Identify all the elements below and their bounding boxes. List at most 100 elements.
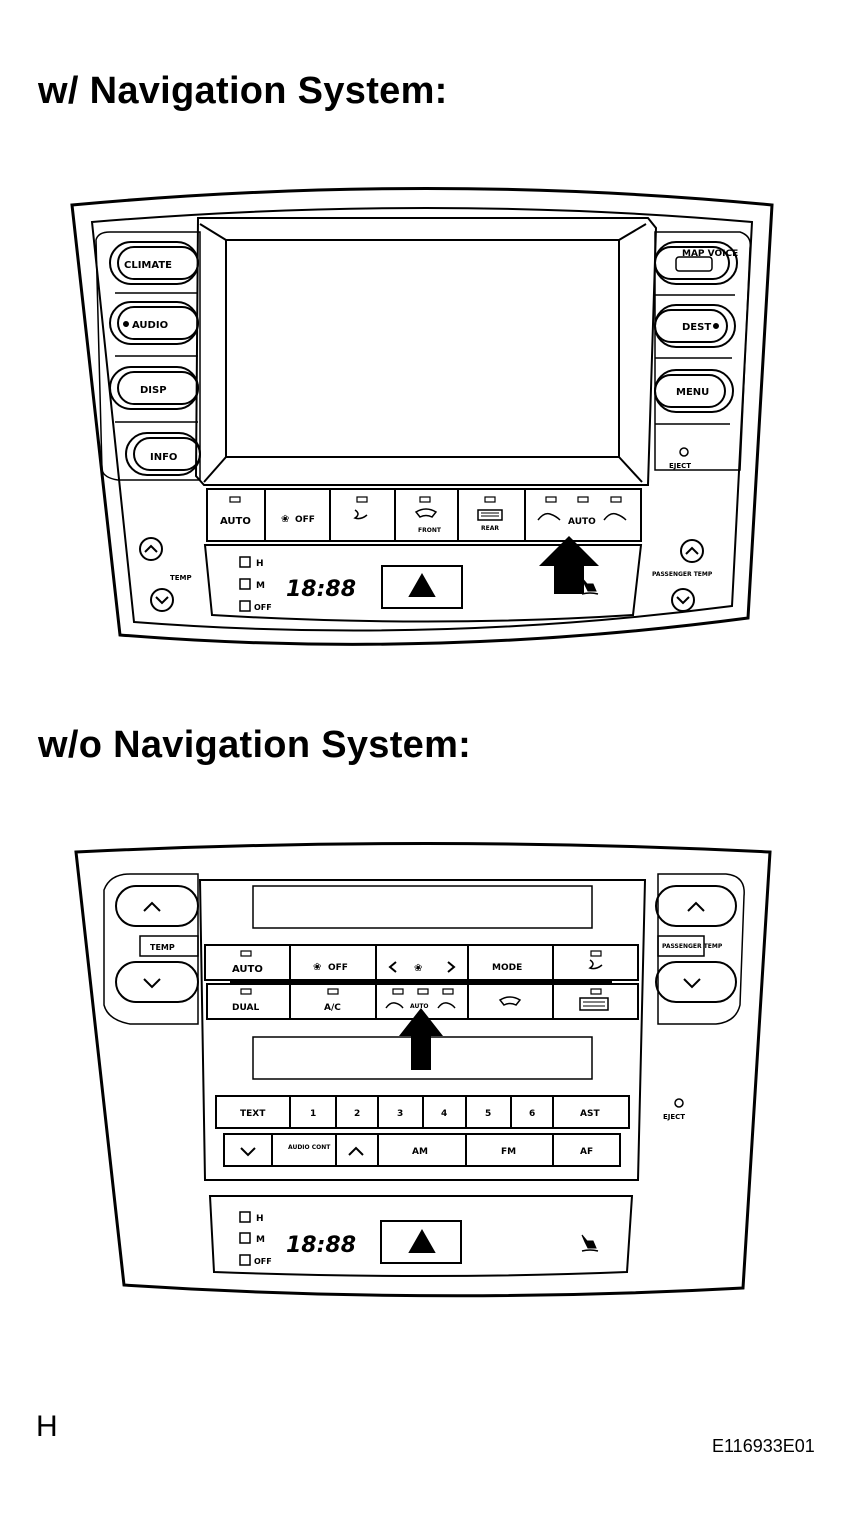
arrow-up-icon	[687, 901, 705, 912]
am-button[interactable]: AM	[412, 1147, 428, 1157]
section-letter: H	[36, 1410, 58, 1443]
map-voice-button[interactable]: MAP VOICE	[654, 241, 738, 285]
fm-button[interactable]: FM	[501, 1147, 516, 1157]
heading-without-nav: w/o Navigation System:	[38, 724, 472, 766]
eject-label: EJECT	[663, 1113, 685, 1121]
defroster-icon	[498, 996, 522, 1006]
nav-air-direction-button[interactable]	[353, 496, 368, 520]
svg-text:A/C: A/C	[324, 1003, 341, 1013]
svg-text:AUTO: AUTO	[232, 964, 263, 975]
svg-text:OFF: OFF	[254, 603, 272, 612]
seat-heater-icon[interactable]	[581, 577, 599, 595]
arrow-up-icon	[144, 544, 158, 553]
arrow-down-icon	[683, 978, 701, 989]
nonav-front-defrost-button[interactable]	[498, 996, 522, 1006]
nav-clock: 18:88	[286, 577, 356, 602]
nav-fan-off-button[interactable]: ❀ OFF	[281, 514, 315, 525]
preset-6-button[interactable]: 6	[529, 1109, 535, 1119]
nav-recirculation-auto-button[interactable]: AUTO	[537, 496, 627, 527]
nav-hazard-button[interactable]	[381, 565, 463, 609]
svg-text:MODE: MODE	[492, 963, 522, 973]
ast-button[interactable]: AST	[580, 1109, 600, 1119]
info-label: INFO	[150, 452, 177, 463]
audio-label: AUDIO	[132, 320, 168, 331]
fan-icon: ❀	[281, 514, 289, 525]
audio-cont-button[interactable]: AUDIO CONT	[288, 1144, 331, 1151]
seek-up-button[interactable]	[348, 1146, 364, 1156]
nav-rear-defrost-label: REAR	[481, 525, 499, 532]
eject-label: EJECT	[669, 462, 691, 470]
nav-temp-right-label: PASSENGER TEMP	[652, 571, 713, 578]
seat-heater-icon[interactable]	[581, 1234, 599, 1252]
nav-rear-defrost-button[interactable]: REAR	[477, 496, 503, 532]
audio-button[interactable]: AUDIO	[109, 301, 199, 345]
svg-text:AUTO: AUTO	[410, 1003, 429, 1010]
nav-right-buttons: MAP VOICE DEST MENU EJECT	[654, 241, 738, 470]
fan-icon: ❀	[313, 962, 321, 973]
disp-button[interactable]: DISP	[109, 366, 199, 410]
preset-1-button[interactable]: 1	[310, 1109, 316, 1119]
svg-text:OFF: OFF	[254, 1257, 272, 1266]
defroster-icon	[414, 508, 438, 518]
svg-text:OFF: OFF	[328, 963, 348, 973]
nav-auto-label: AUTO	[220, 516, 251, 527]
nonav-eject-button[interactable]: EJECT	[663, 1098, 685, 1121]
nonav-fan-speed-button[interactable]: ❀	[388, 961, 456, 974]
arrow-up-icon	[685, 546, 699, 555]
menu-label: MENU	[676, 387, 709, 398]
nonav-bottom-row: AUDIO CONT AM FM AF	[223, 1133, 621, 1167]
nonav-seat-indicators: H M OFF	[239, 1211, 272, 1266]
preset-5-button[interactable]: 5	[485, 1109, 491, 1119]
preset-4-button[interactable]: 4	[441, 1109, 447, 1119]
nonav-panel: TEMP PASSENGER TEMP AUTO	[74, 842, 772, 1298]
seek-down-button[interactable]	[240, 1147, 256, 1157]
nonav-air-direction-button[interactable]	[588, 950, 603, 970]
nonav-fan-off-button[interactable]: ❀ OFF	[313, 962, 348, 973]
arrow-down-icon	[155, 596, 169, 605]
recirculation-icon	[537, 512, 561, 521]
nonav-mode-button[interactable]: MODE	[492, 963, 522, 973]
af-button[interactable]: AF	[580, 1147, 593, 1157]
nonav-upper-display	[252, 885, 593, 929]
nav-fan-off-label: OFF	[295, 515, 315, 525]
eject-button[interactable]: EJECT	[669, 447, 691, 470]
nonav-dual-button[interactable]: DUAL	[232, 988, 259, 1013]
menu-button[interactable]: MENU	[654, 369, 734, 413]
climate-button[interactable]: CLIMATE	[109, 241, 199, 285]
svg-text:H: H	[256, 559, 264, 569]
nonav-recirculation-auto-button[interactable]: AUTO	[385, 988, 456, 1010]
nonav-lower-display	[252, 1036, 593, 1080]
nav-front-defrost-label: FRONT	[418, 527, 442, 534]
info-button[interactable]: INFO	[125, 432, 201, 476]
nonav-temp-left[interactable]: TEMP	[115, 885, 199, 1003]
dest-label: DEST	[682, 322, 711, 333]
hazard-icon	[408, 572, 436, 597]
fan-icon: ❀	[414, 963, 422, 974]
nonav-hazard-button[interactable]	[380, 1220, 462, 1264]
nonav-clock: 18:88	[286, 1233, 356, 1258]
svg-text:M: M	[256, 581, 265, 591]
nonav-rear-defrost-button[interactable]	[579, 988, 609, 1011]
map-voice-label: MAP VOICE	[682, 249, 738, 259]
nav-front-defrost-button[interactable]: FRONT	[414, 496, 442, 534]
heading-with-nav: w/ Navigation System:	[38, 70, 448, 112]
svg-text:M: M	[256, 1235, 265, 1245]
dest-button[interactable]: DEST	[654, 304, 736, 348]
nonav-temp-right[interactable]: PASSENGER TEMP	[655, 885, 737, 1003]
preset-2-button[interactable]: 2	[354, 1109, 360, 1119]
text-button[interactable]: TEXT	[240, 1109, 266, 1119]
arrow-down-icon	[143, 978, 161, 989]
nav-seat-indicators: H M OFF	[239, 556, 272, 612]
nav-temp-left[interactable]: TEMP	[139, 537, 192, 612]
nonav-ac-button[interactable]: A/C	[324, 988, 341, 1013]
nav-auto-button[interactable]: AUTO	[220, 496, 251, 527]
preset-3-button[interactable]: 3	[397, 1109, 403, 1119]
nonav-auto-button[interactable]: AUTO	[232, 950, 263, 975]
nav-panel: CLIMATE AUDIO DISP INFO	[70, 187, 774, 646]
nav-temp-right[interactable]: PASSENGER TEMP	[652, 539, 713, 612]
pointer-arrow-icon	[539, 536, 599, 594]
disp-label: DISP	[140, 385, 167, 396]
svg-text:DUAL: DUAL	[232, 1003, 259, 1013]
figure-id: E116933E01	[712, 1436, 815, 1456]
